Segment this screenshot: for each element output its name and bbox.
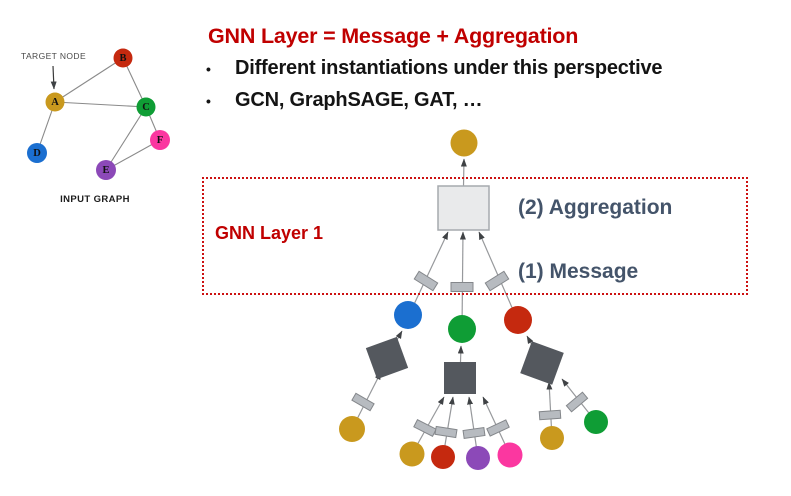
leaf-node-purple [466, 446, 490, 470]
message-rect [434, 425, 458, 439]
graph-node-a [45, 92, 65, 112]
mid-node-green [448, 315, 476, 343]
graph-node-d [27, 143, 47, 163]
message-rect [351, 392, 375, 412]
graph-node-letter: D [33, 148, 41, 159]
bullet-item: • Different instantiations under this pe… [206, 57, 663, 80]
bullet-text: Different instantiations under this pers… [235, 57, 663, 79]
graph-node-letter: C [142, 102, 150, 113]
transform-box-right [520, 341, 564, 385]
leaf-node-green [584, 410, 608, 434]
message-rect [484, 270, 510, 292]
nodes-layer: A B C D E F [27, 48, 608, 470]
gnn-layer-dashed-box [202, 177, 748, 295]
graph-node-e [96, 160, 116, 180]
aggregation-label: (2) Aggregation [518, 196, 673, 219]
transform-box-middle [444, 362, 476, 394]
graph-edge-a-c [54, 101, 147, 108]
bullet-item: • GCN, GraphSAGE, GAT, … [206, 89, 662, 112]
gnn-layer-label: GNN Layer 1 [215, 223, 324, 243]
message-rect [413, 418, 437, 438]
message-rect [538, 409, 562, 421]
mid-node-red [504, 306, 532, 334]
target-node-label: TARGET NODE [21, 51, 87, 61]
leaf-node-gold-right [540, 426, 564, 450]
bullet-text: GCN, GraphSAGE, GAT, … [235, 89, 483, 111]
graph-edge-a-b [54, 57, 124, 103]
graph-edge-e-f [105, 139, 161, 171]
message-rect [565, 391, 589, 413]
graph-node-letter: F [157, 135, 163, 146]
graph-node-letter: E [102, 165, 109, 176]
leaf-node-gold-left [339, 416, 365, 442]
target-node-arrow [50, 65, 57, 90]
graph-node-letter: A [51, 97, 59, 108]
boxes-layer [351, 185, 589, 439]
message-rect [413, 270, 439, 292]
graph-edge-c-e [105, 106, 147, 171]
mid-node-blue [394, 301, 422, 329]
graph-node-letter: B [119, 53, 126, 64]
bullet-dot: • [206, 61, 211, 77]
leaf-node-gold-mid [399, 441, 425, 467]
slide-title: GNN Layer = Message + Aggregation [208, 24, 579, 48]
transform-box-left [365, 336, 409, 380]
aggregation-box [437, 185, 490, 231]
edge-blue-to-agg [408, 231, 449, 316]
leaf-node-red [431, 445, 455, 469]
message-rect [486, 419, 510, 437]
leaf-node-pink [497, 442, 523, 468]
message-label: (1) Message [518, 260, 639, 283]
edge-green-to-agg [459, 231, 466, 330]
edge-agg-to-output [460, 158, 467, 187]
bullet-dot: • [206, 93, 211, 109]
graph-node-b [113, 48, 133, 68]
input-graph-caption: INPUT GRAPH [60, 194, 130, 205]
message-rect [450, 282, 474, 292]
message-rect [462, 427, 486, 439]
graph-node-c [136, 97, 156, 117]
output-node-gold [450, 129, 478, 157]
bullet-list: • Different instantiations under this pe… [206, 57, 663, 112]
graph-node-f [150, 130, 170, 150]
